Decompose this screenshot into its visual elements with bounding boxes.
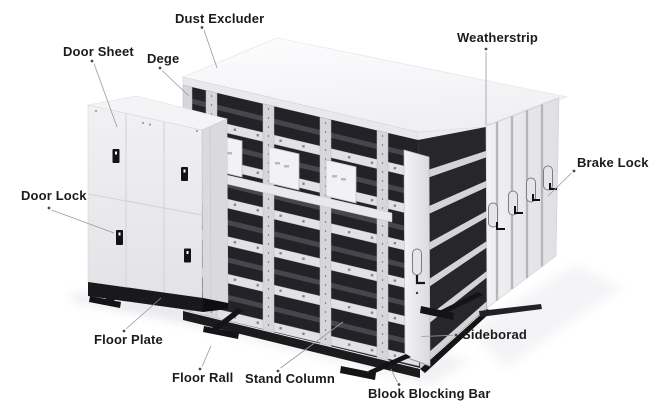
leader-lines	[51, 29, 572, 383]
leader-sideborad	[420, 334, 454, 337]
door-lock	[112, 149, 120, 163]
label-door-sheet: Door Sheet	[63, 44, 134, 59]
leader-door-lock	[51, 209, 115, 234]
door-locks	[112, 149, 191, 263]
brake-lock-handle	[526, 177, 536, 203]
block-blocking-bar	[340, 366, 376, 380]
door-lock	[181, 167, 188, 181]
brake-lock-handles	[488, 165, 557, 230]
sideboard-divider	[268, 146, 300, 191]
leader-floor-rall	[201, 345, 212, 367]
label-dust-excluder: Dust Excluder	[175, 11, 265, 26]
leader-blook-blocking-bar	[390, 368, 398, 383]
door-sheet-face	[87, 104, 203, 299]
leader-dots	[47, 26, 576, 386]
brake-lock-handle	[543, 165, 553, 191]
door-cabinet	[87, 95, 229, 312]
door-cabinet-base	[88, 282, 203, 312]
label-stand-column: Stand Column	[245, 371, 335, 386]
closed-stacks	[485, 97, 560, 309]
brake-lock-handle	[508, 190, 518, 216]
floor-rail	[433, 292, 483, 317]
leader-stand-column	[280, 321, 344, 369]
brake-lock-handle	[488, 202, 498, 228]
leader-floor-plate	[125, 297, 162, 330]
block-blocking-bar	[89, 296, 121, 308]
sideboard-handle	[412, 248, 422, 276]
leader-door-sheet	[93, 63, 118, 128]
sideboard-divider	[325, 159, 357, 204]
label-brake-lock: Brake Lock	[577, 155, 649, 170]
door-lock	[184, 248, 191, 263]
door-cabinet-side	[201, 118, 229, 304]
label-door-lock: Door Lock	[21, 188, 87, 203]
leader-dege	[161, 70, 190, 97]
label-sideborad: Sideborad	[462, 327, 527, 342]
floor-rail	[212, 308, 243, 331]
sideboard-panel	[403, 149, 431, 367]
door-lock	[116, 230, 123, 245]
label-blook-blocking-bar: Blook Blocking Bar	[368, 386, 491, 401]
shelf-bands	[182, 113, 420, 367]
label-dege: Dege	[147, 51, 180, 66]
block-blocking-bar	[420, 306, 454, 320]
label-floor-plate: Floor Plate	[94, 332, 163, 347]
block-blocking-bar	[203, 326, 239, 339]
leader-dust-excluder	[203, 29, 218, 69]
floor-plate-base	[183, 304, 542, 378]
label-floor-rall: Floor Rall	[172, 370, 234, 385]
label-weatherstrip: Weatherstrip	[457, 30, 539, 45]
leader-brake-lock	[547, 172, 572, 197]
floor-rail	[368, 354, 411, 374]
